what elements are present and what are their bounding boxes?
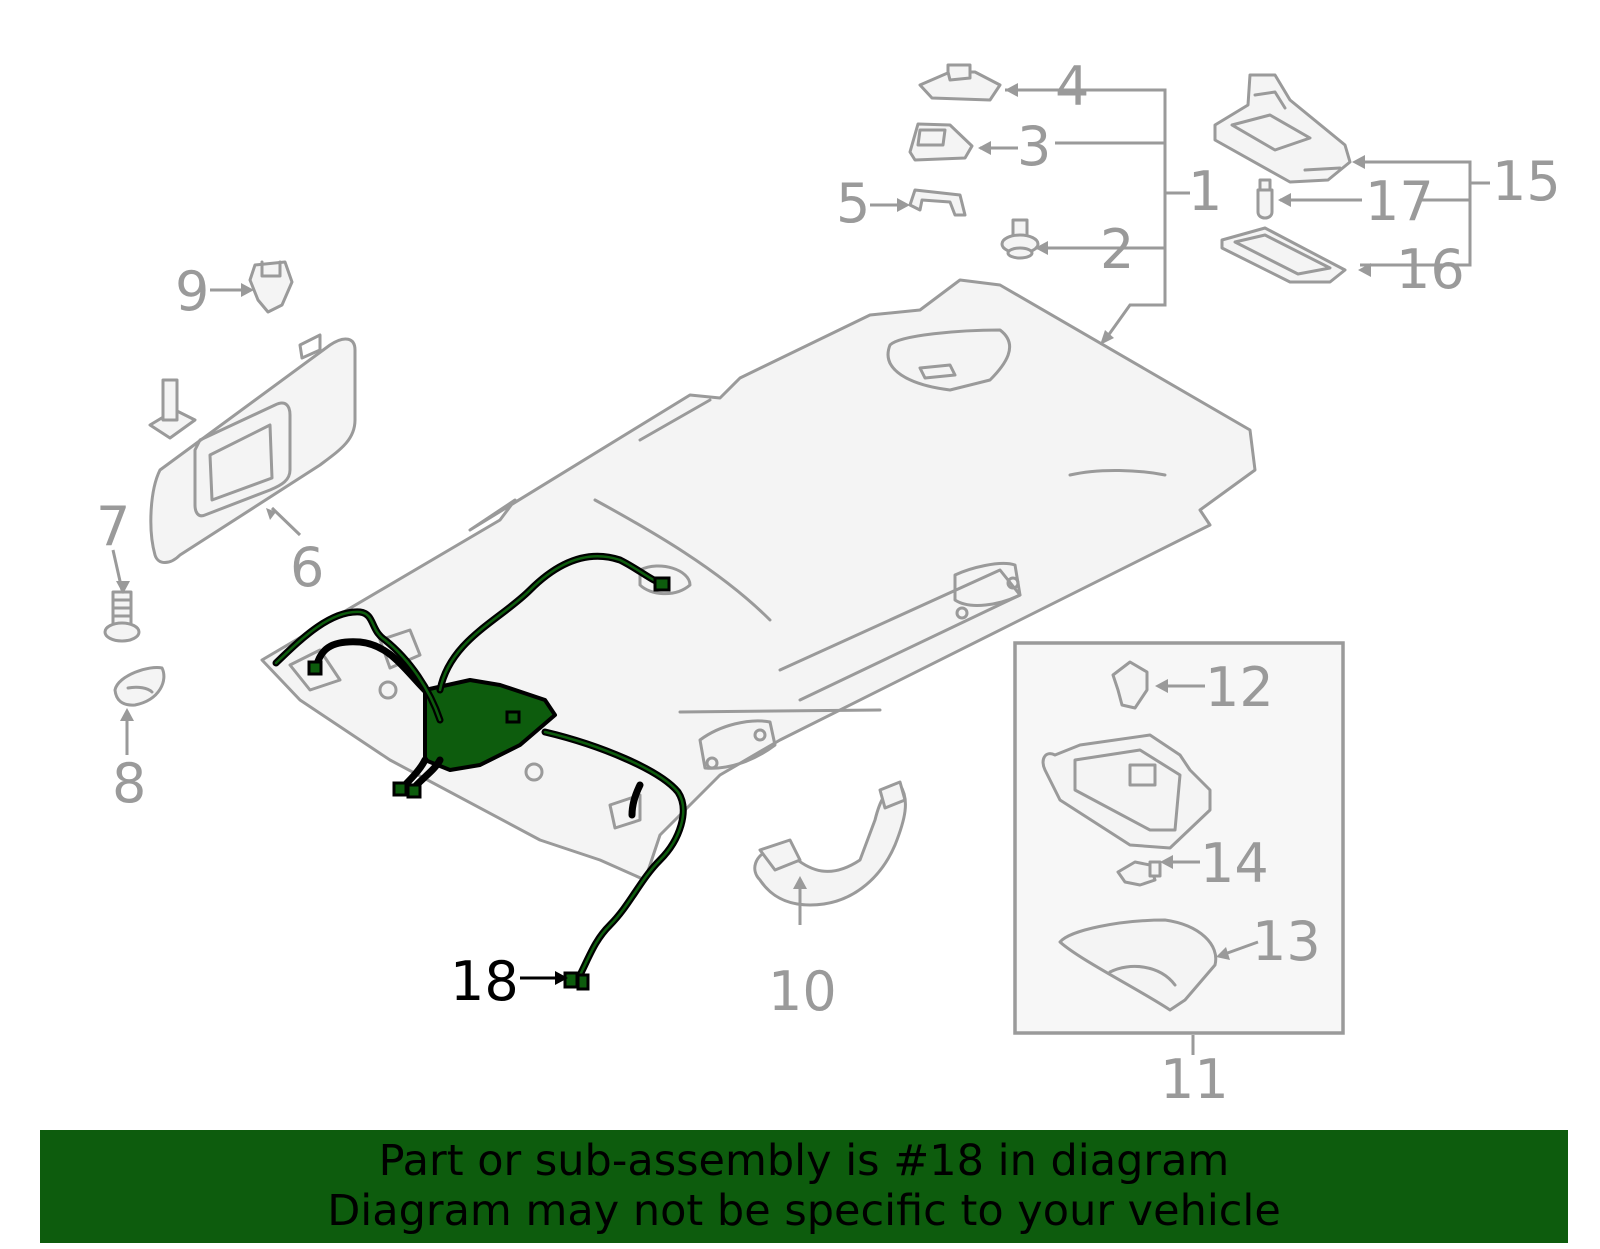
callout-12: 12 bbox=[1205, 656, 1274, 719]
callout-6: 6 bbox=[290, 536, 324, 599]
wiring-harness-part-18[interactable] bbox=[272, 552, 687, 991]
callout-labels: 1 2 3 4 5 6 7 8 9 10 11 12 13 14 15 16 1… bbox=[96, 55, 1561, 1111]
callout-4: 4 bbox=[1055, 55, 1089, 118]
callout-13: 13 bbox=[1252, 910, 1321, 973]
parts-diagram: 1 2 3 4 5 6 7 8 9 10 11 12 13 14 15 16 1… bbox=[96, 55, 1561, 1111]
bulb-part-17 bbox=[1256, 178, 1274, 220]
callout-8: 8 bbox=[112, 752, 146, 815]
callout-15: 15 bbox=[1492, 150, 1561, 213]
screw-part-7 bbox=[103, 590, 141, 643]
arrowheads bbox=[116, 83, 1371, 985]
banner-line-1: Part or sub-assembly is #18 in diagram bbox=[378, 1136, 1230, 1186]
retainer-part-5 bbox=[908, 188, 967, 217]
assist-grip-part-10 bbox=[753, 780, 907, 907]
callout-1: 1 bbox=[1188, 160, 1222, 223]
callout-16: 16 bbox=[1396, 238, 1465, 301]
lens-part-16 bbox=[1220, 226, 1347, 284]
banner-line-2: Diagram may not be specific to your vehi… bbox=[327, 1186, 1281, 1236]
callout-17: 17 bbox=[1365, 170, 1434, 233]
lamp-housing-part-11 bbox=[1041, 733, 1212, 850]
bracket-part-3 bbox=[908, 122, 974, 162]
callout-7: 7 bbox=[96, 495, 130, 558]
callout-10: 10 bbox=[768, 960, 837, 1023]
lens-part-13 bbox=[1058, 918, 1218, 1012]
dome-lamp-box-part-11 bbox=[1013, 641, 1345, 1035]
bracket-part-4 bbox=[918, 63, 1002, 102]
callout-3: 3 bbox=[1017, 115, 1051, 178]
cover-part-8 bbox=[113, 665, 166, 707]
callout-11: 11 bbox=[1160, 1048, 1229, 1111]
bulb-part-14 bbox=[1116, 860, 1162, 887]
callout-14: 14 bbox=[1200, 832, 1269, 895]
callout-9: 9 bbox=[175, 260, 209, 323]
clip-part-9 bbox=[248, 260, 294, 314]
callout-5: 5 bbox=[836, 172, 870, 235]
callout-2: 2 bbox=[1100, 218, 1134, 281]
screw-part-2 bbox=[1000, 218, 1040, 260]
callout-18: 18 bbox=[450, 950, 519, 1013]
bracket-part-12 bbox=[1111, 660, 1149, 710]
map-lamp-part-15 bbox=[1213, 73, 1352, 184]
sun-visor-part-6 bbox=[148, 333, 357, 564]
info-banner: Part or sub-assembly is #18 in diagram D… bbox=[40, 1130, 1568, 1243]
